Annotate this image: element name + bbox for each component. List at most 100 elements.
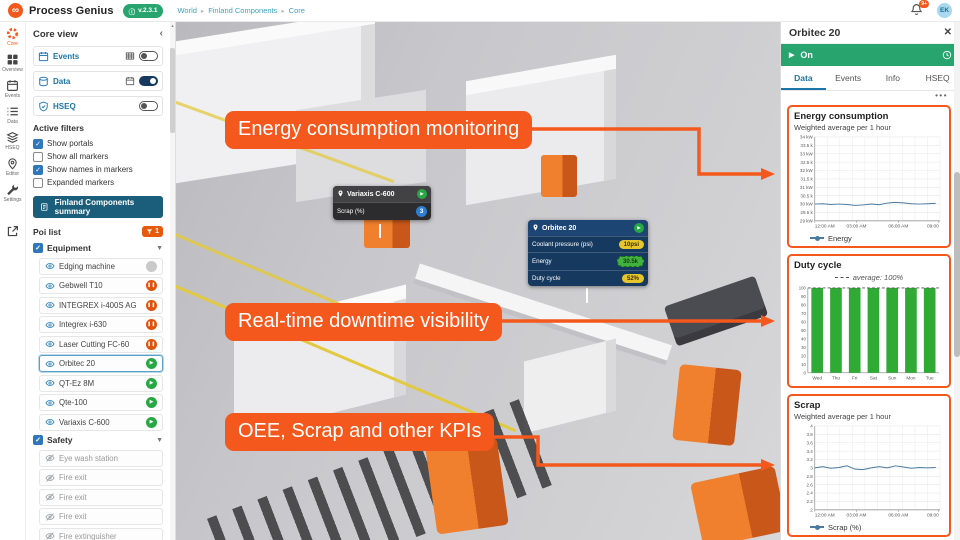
notifications-bell-icon[interactable]: 9+ <box>910 0 929 18</box>
poi-item[interactable]: INTEGREX i-400S AG❚❚ <box>39 296 163 314</box>
value-badge: 3 <box>416 206 427 217</box>
poi-item[interactable]: Variaxis C-600▶ <box>39 413 163 431</box>
group-equipment[interactable]: ✓ Equipment▼ <box>33 241 163 255</box>
eye-off-icon[interactable] <box>45 473 55 483</box>
tab-info[interactable]: Info <box>885 73 900 83</box>
eye-icon[interactable] <box>45 378 55 388</box>
poi-item[interactable]: Fire exit <box>39 488 163 506</box>
play-icon[interactable]: ▶ <box>634 223 644 233</box>
summary-button[interactable]: Finland Components summary <box>33 196 163 218</box>
poi-item[interactable]: QT-Ez 8M▶ <box>39 374 163 392</box>
svg-text:3.2: 3.2 <box>806 457 813 462</box>
eye-off-icon[interactable] <box>45 512 55 522</box>
eye-icon[interactable] <box>45 417 55 427</box>
poi-item[interactable]: Fire exit <box>39 469 163 486</box>
checkbox[interactable] <box>33 177 43 188</box>
toggle-hseq[interactable] <box>139 101 158 111</box>
poi-item[interactable]: Eye wash station <box>39 449 163 467</box>
checkbox[interactable]: ✓ <box>33 435 43 445</box>
layer-row-hseq[interactable]: HSEQ <box>33 96 163 116</box>
eye-icon[interactable] <box>45 320 55 330</box>
eye-icon[interactable] <box>45 281 55 291</box>
svg-text:Mon: Mon <box>906 375 916 381</box>
notification-count-badge: 9+ <box>919 0 929 8</box>
rail-item-editor[interactable]: Editor <box>0 157 26 177</box>
toggle-events[interactable] <box>139 51 158 61</box>
breadcrumb-item[interactable]: World <box>177 6 197 15</box>
poi-item[interactable]: Edging machine <box>39 257 163 275</box>
collapse-sidebar-icon[interactable]: ‹ <box>159 28 163 39</box>
rail-item-settings[interactable]: Settings <box>0 183 26 203</box>
poi-item[interactable]: Fire extinguisher <box>39 527 163 540</box>
filter-show-all-markers[interactable]: Show all markers <box>33 150 163 163</box>
eye-icon[interactable] <box>45 398 55 408</box>
idle-status-icon <box>146 260 157 272</box>
svg-text:2.8: 2.8 <box>806 474 813 479</box>
toggle-data[interactable] <box>139 76 158 86</box>
status-on-button[interactable]: ▶ On <box>781 44 960 66</box>
eye-icon[interactable] <box>45 339 55 349</box>
chart-subtitle: Weighted average per 1 hour <box>794 123 892 132</box>
filter-show-names-in-markers[interactable]: ✓ Show names in markers <box>33 163 163 176</box>
svg-text:31 kW: 31 kW <box>800 185 814 190</box>
tab-data[interactable]: Data <box>781 66 826 90</box>
checkbox[interactable]: ✓ <box>33 164 43 175</box>
3d-viewport[interactable]: Variaxis C-600 ▶Scrap (%)3 Orbitec 20 ▶C… <box>176 22 780 540</box>
value-pill: 52% <box>621 274 644 283</box>
filter-expanded-markers[interactable]: Expanded markers <box>33 176 163 189</box>
eye-icon[interactable] <box>45 300 55 310</box>
layer-row-events[interactable]: Events <box>33 46 163 66</box>
filter-show-portals[interactable]: ✓ Show portals <box>33 137 163 150</box>
filter-icon <box>146 229 153 235</box>
layer-row-data[interactable]: Data <box>33 71 163 91</box>
user-avatar[interactable]: EK <box>937 3 952 18</box>
data-cube-icon <box>38 76 49 87</box>
poi-item[interactable]: Integrex i-630❚❚ <box>39 316 163 333</box>
table-icon[interactable] <box>125 51 135 61</box>
rail-item-events[interactable]: Events <box>0 79 26 99</box>
rail-item-overview[interactable]: Overview <box>0 53 26 73</box>
rail-item-data[interactable]: Data <box>0 105 26 125</box>
tab-events[interactable]: Events <box>835 73 862 83</box>
external-link-button[interactable] <box>0 225 26 238</box>
svg-text:32.5 k: 32.5 k <box>800 160 813 165</box>
close-icon[interactable]: ✕ <box>943 27 952 38</box>
process-genius-logo-icon[interactable]: ∞ <box>8 3 23 18</box>
tab-hseq[interactable]: HSEQ <box>925 73 950 83</box>
poi-item[interactable]: Gebwell T10❚❚ <box>39 277 163 294</box>
poi-item[interactable]: Qte-100▶ <box>39 394 163 411</box>
poi-filter-badge[interactable]: 1 <box>142 226 163 237</box>
chevron-down-icon: ▼ <box>156 244 163 252</box>
more-menu-icon[interactable]: ••• <box>935 91 948 100</box>
checkbox[interactable]: ✓ <box>33 138 43 149</box>
svg-text:4: 4 <box>810 424 813 429</box>
poi-item[interactable]: Laser Cutting FC-60❚❚ <box>39 335 163 353</box>
svg-text:80: 80 <box>801 302 806 307</box>
poi-item[interactable]: Orbitec 20▶ <box>39 355 163 372</box>
poi-marker[interactable]: Variaxis C-600 ▶Scrap (%)3 <box>333 186 431 220</box>
rail-item-hseq[interactable]: HSEQ <box>0 131 26 151</box>
play-icon[interactable]: ▶ <box>417 189 427 199</box>
checkbox[interactable] <box>33 151 43 162</box>
breadcrumb-item[interactable]: Finland Components <box>208 6 278 15</box>
group-safety[interactable]: ✓ Safety▼ <box>33 433 163 447</box>
rail-item-core[interactable]: Core <box>0 27 26 47</box>
eye-icon[interactable] <box>45 359 55 369</box>
sidebar-scrollbar[interactable]: ▲ <box>170 22 175 540</box>
poi-item[interactable]: Fire exit <box>39 508 163 525</box>
checkbox[interactable]: ✓ <box>33 243 43 253</box>
chart-title: Energy consumption <box>794 111 889 122</box>
pause-status-icon: ❚❚ <box>146 319 157 330</box>
eye-icon[interactable] <box>45 261 55 271</box>
breadcrumb-item[interactable]: Core <box>288 6 305 15</box>
eye-off-icon[interactable] <box>45 531 55 540</box>
panel-scrollbar[interactable] <box>954 22 960 540</box>
eye-off-icon[interactable] <box>45 492 55 502</box>
calendar-small-icon[interactable] <box>125 76 135 86</box>
clock-icon <box>942 50 952 60</box>
eye-off-icon[interactable] <box>45 453 55 463</box>
